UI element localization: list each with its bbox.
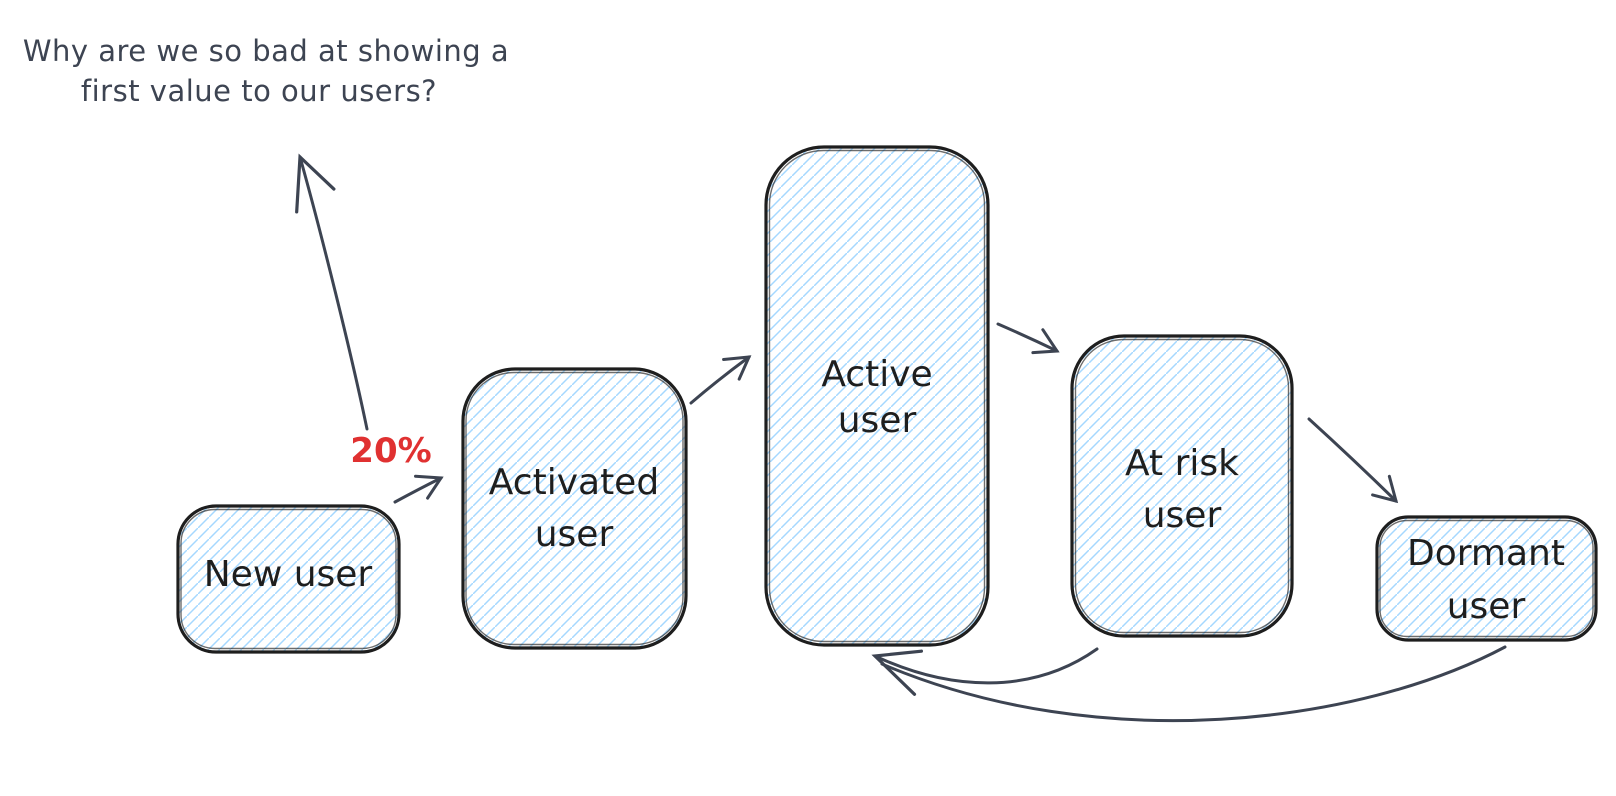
question-title[interactable]: Why are we so bad at showing a first val… — [23, 34, 509, 108]
arrow-new-to-activated[interactable] — [393, 474, 444, 504]
arrow-at-risk-to-active[interactable] — [871, 647, 1099, 696]
node-activated-user-label-line-1: Activated — [489, 462, 659, 503]
node-activated-user-box-sketch — [465, 371, 684, 646]
arrow-active-to-at-risk[interactable] — [996, 322, 1060, 355]
node-dormant-user[interactable]: Dormant user — [1375, 515, 1598, 642]
node-new-user-box — [176, 504, 401, 654]
conversion-rate-label[interactable]: 20% — [350, 431, 431, 471]
node-dormant-user-box-sketch — [1379, 519, 1594, 638]
node-new-user-box-sketch — [180, 508, 397, 650]
question-title-line-1: Why are we so bad at showing a — [23, 34, 509, 68]
node-at-risk-user-label-line-1: At risk — [1125, 443, 1239, 484]
question-title-line-2: first value to our users? — [81, 74, 437, 108]
node-active-user-label-line-2: user — [838, 400, 917, 441]
arrow-20pct-to-question[interactable] — [295, 153, 369, 431]
node-dormant-user-label-line-1: Dormant — [1407, 533, 1565, 574]
node-at-risk-user-label-line-2: user — [1143, 495, 1222, 536]
node-dormant-user-label-line-2: user — [1447, 586, 1526, 627]
node-new-user[interactable]: New user — [176, 504, 401, 654]
arrow-activated-to-active[interactable] — [689, 355, 752, 405]
node-active-user-box-sketch — [768, 149, 986, 643]
node-active-user-label-line-1: Active — [821, 354, 932, 395]
node-active-user[interactable]: Active user — [764, 145, 990, 647]
node-new-user-label: New user — [204, 554, 373, 595]
node-at-risk-user-box — [1070, 334, 1294, 638]
node-active-user-box — [764, 145, 990, 647]
node-activated-user-box — [461, 367, 688, 650]
node-activated-user[interactable]: Activated user — [461, 367, 688, 650]
node-at-risk-user-box-sketch — [1074, 338, 1290, 634]
node-activated-user-label-line-2: user — [535, 514, 614, 555]
node-at-risk-user[interactable]: At risk user — [1070, 334, 1294, 638]
node-dormant-user-box — [1375, 515, 1598, 642]
arrow-at-risk-to-dormant[interactable] — [1307, 417, 1399, 504]
arrow-dormant-to-active[interactable] — [880, 645, 1507, 723]
